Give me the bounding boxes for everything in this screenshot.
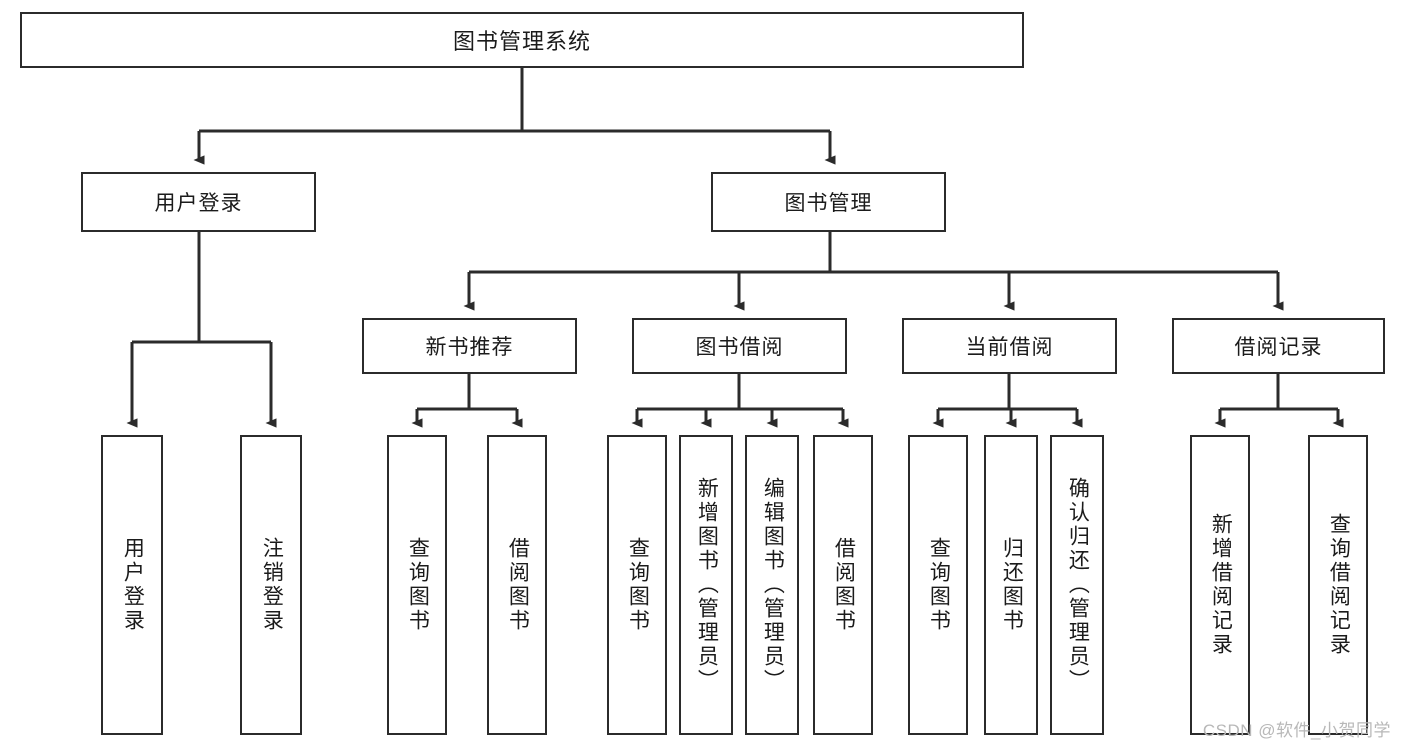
node-label: 借阅图书 [506, 537, 530, 633]
node-user-login[interactable]: 用户登录 [81, 172, 316, 232]
node-label: 用户登录 [121, 537, 145, 633]
leaf-borrow-book-recommend[interactable]: 借阅图书 [487, 435, 547, 735]
node-label: 新书推荐 [425, 336, 514, 359]
leaf-add-book-admin[interactable]: 新增图书（管理员） [679, 435, 733, 735]
node-label: 图书借阅 [695, 336, 784, 359]
leaf-logout[interactable]: 注销登录 [240, 435, 302, 735]
node-label: 用户登录 [154, 192, 243, 215]
node-label: 编辑图书（管理员） [761, 477, 785, 693]
leaf-return-book[interactable]: 归还图书 [984, 435, 1038, 735]
leaf-edit-book-admin[interactable]: 编辑图书（管理员） [745, 435, 799, 735]
node-label: 查询借阅记录 [1327, 513, 1351, 657]
node-new-book-recommend[interactable]: 新书推荐 [362, 318, 577, 374]
node-label: 图书管理系统 [452, 29, 591, 54]
node-label: 图书管理 [784, 192, 873, 215]
leaf-confirm-return-admin[interactable]: 确认归还（管理员） [1050, 435, 1104, 735]
node-label: 确认归还（管理员） [1066, 477, 1090, 693]
node-label: 查询图书 [927, 537, 951, 633]
node-label: 新增借阅记录 [1209, 513, 1233, 657]
leaf-query-borrow-record[interactable]: 查询借阅记录 [1308, 435, 1368, 735]
node-label: 借阅记录 [1234, 336, 1323, 359]
leaf-user-login[interactable]: 用户登录 [101, 435, 163, 735]
watermark: CSDN @软件_小贺同学 [1202, 721, 1391, 740]
node-label: 查询图书 [406, 537, 430, 633]
node-label: 注销登录 [260, 537, 284, 633]
leaf-add-borrow-record[interactable]: 新增借阅记录 [1190, 435, 1250, 735]
node-label: 新增图书（管理员） [695, 477, 719, 693]
node-borrow-records[interactable]: 借阅记录 [1172, 318, 1385, 374]
node-label: 归还图书 [1000, 537, 1024, 633]
node-label: 借阅图书 [832, 537, 856, 633]
leaf-query-book-borrow[interactable]: 查询图书 [607, 435, 667, 735]
node-label: 查询图书 [626, 537, 650, 633]
node-book-borrow[interactable]: 图书借阅 [632, 318, 847, 374]
leaf-query-book-current[interactable]: 查询图书 [908, 435, 968, 735]
node-root[interactable]: 图书管理系统 [20, 12, 1024, 68]
leaf-borrow-book[interactable]: 借阅图书 [813, 435, 873, 735]
node-label: 当前借阅 [965, 336, 1054, 359]
leaf-query-book-recommend[interactable]: 查询图书 [387, 435, 447, 735]
node-book-management[interactable]: 图书管理 [711, 172, 946, 232]
node-current-borrow[interactable]: 当前借阅 [902, 318, 1117, 374]
